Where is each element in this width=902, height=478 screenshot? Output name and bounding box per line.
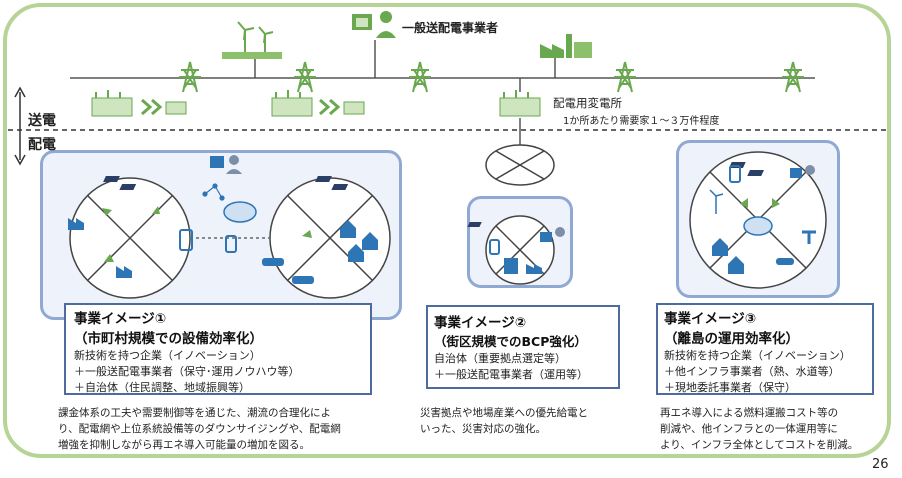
description-line: いった、災害対応の強化。 [420, 423, 546, 435]
transmission-tower-icon [781, 61, 805, 93]
case1-diagram [68, 155, 391, 299]
arrow-icon [740, 198, 780, 208]
solar-panel-icon [747, 170, 765, 176]
case1-card: 事業イメージ① （市町村規模での設備効率化） 新技術を持つ企業（イノベーション）… [64, 303, 372, 395]
case2-line: ＋一般送配電事業者（運用等） [434, 368, 588, 381]
case2-card: 事業イメージ② （街区規模でのBCP強化） 自治体（重要拠点選定等） ＋一般送配… [426, 305, 620, 389]
description-line: 再エネ導入による燃料運搬コスト等の [660, 407, 839, 419]
chevron-right-icon [319, 98, 341, 116]
factory-icon [540, 34, 592, 58]
case3-title: 事業イメージ③ [664, 311, 757, 327]
building-icon [504, 258, 518, 274]
transmission-tower-icon [408, 61, 432, 93]
operator-icon [352, 11, 396, 38]
transmission-tower-icon [293, 61, 317, 93]
case1-title: 事業イメージ① [74, 311, 167, 327]
case2-line: 自治体（重要拠点選定等） [434, 352, 566, 365]
description-line: 削減や、他インフラとの一体運用等に [660, 423, 838, 435]
description-line: り、配電網や上位系統設備等のダウンサイジングや、配電網 [58, 423, 341, 435]
cloud-icon [743, 216, 773, 236]
operator-label: 一般送配電事業者 [402, 21, 499, 35]
case2-description: 災害拠点や地場産業への優先給電と いった、災害対応の強化。 [420, 405, 630, 437]
transmission-tower-icon [613, 61, 637, 93]
page-number: 26 [872, 457, 889, 472]
case2-title: 事業イメージ② [434, 315, 527, 331]
transmission-tower-icon [178, 61, 202, 93]
substation-icon [165, 101, 187, 115]
arrow-icon [102, 206, 312, 262]
battery-icon [489, 239, 500, 255]
factory-icon [526, 264, 542, 274]
case1-line: 新技術を持つ企業（イノベーション） [74, 349, 261, 362]
chevron-right-icon [141, 98, 163, 116]
substation-label: 配電用変電所 [553, 96, 622, 110]
description-line: 増強を抑制しながら再エネ導入可能量の増加を図る。 [58, 439, 310, 451]
transmission-label: 送電 [28, 113, 56, 129]
substation-icon [499, 90, 541, 117]
house-icon [712, 238, 744, 274]
house-icon [340, 220, 378, 262]
case3-line: ＋他インフラ事業者（熱、水道等） [664, 365, 840, 378]
case1-line: ＋一般送配電事業者（保守･運用ノウハウ等） [74, 365, 300, 378]
case1-subtitle: （市町村規模での設備効率化） [74, 331, 263, 347]
substation-icon [271, 90, 313, 117]
solar-panel-icon [103, 176, 349, 190]
operator-icon [790, 165, 815, 178]
case3-subtitle: （離島の運用効率化） [664, 331, 799, 347]
solar-panel-icon [467, 222, 482, 227]
substation-icon [91, 90, 133, 117]
case3-diagram [689, 151, 827, 289]
substation-icon [343, 101, 365, 115]
outer-frame [3, 3, 891, 458]
case2-diagram [467, 144, 565, 285]
factory-icon [68, 218, 132, 278]
water-tap-icon [802, 230, 816, 244]
operator-icon [540, 227, 565, 242]
distribution-label: 配電 [28, 137, 56, 153]
description-line: 課金体系の工夫や需要制御等を通じた、潮流の合理化によ [58, 407, 331, 419]
network-icon [202, 183, 225, 201]
case3-line: 新技術を持つ企業（イノベーション） [664, 349, 851, 362]
case1-line: ＋自治体（住民調整、地域振興等） [74, 381, 250, 394]
case3-card: 事業イメージ③ （離島の運用効率化） 新技術を持つ企業（イノベーション） ＋他イ… [656, 303, 874, 395]
electric-car-icon [776, 258, 794, 265]
case3-line: ＋現地委託事業者（保守） [664, 381, 796, 394]
cloud-icon [223, 201, 257, 223]
case1-description: 課金体系の工夫や需要制御等を通じた、潮流の合理化によ り、配電網や上位系統設備等… [58, 405, 398, 453]
case2-subtitle: （街区規模でのBCP強化） [434, 334, 587, 349]
substation-note: 1か所あたり需要家１～３万件程度 [563, 116, 720, 127]
electric-car-icon [262, 258, 314, 284]
battery-icon [729, 165, 741, 183]
description-line: 災害拠点や地場産業への優先給電と [420, 407, 588, 419]
wind-turbine-icon [709, 189, 724, 214]
case3-description: 再エネ導入による燃料運搬コスト等の 削減や、他インフラとの一体運用等に より、イ… [660, 405, 880, 453]
wind-farm-icon [222, 21, 282, 59]
battery-icon [225, 235, 237, 253]
battery-icon [179, 229, 193, 251]
description-line: より、インフラ全体としてコストを削減。 [660, 439, 859, 451]
operator-icon [210, 155, 242, 174]
